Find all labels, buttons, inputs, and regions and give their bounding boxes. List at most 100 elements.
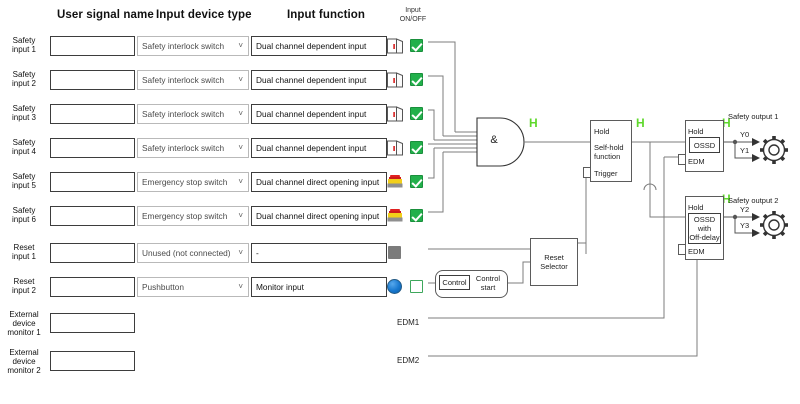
- header-input-function: Input function: [287, 9, 366, 21]
- header-user-signal-name: User signal name: [57, 9, 154, 21]
- signal-name-input[interactable]: [50, 351, 135, 371]
- output2-hold-label: Hold: [688, 203, 704, 212]
- input-function-field[interactable]: Dual channel direct opening input: [251, 206, 387, 226]
- input-onoff-checkbox[interactable]: [410, 73, 423, 86]
- output1-edm-stub: [678, 154, 686, 165]
- self-hold-trigger-label: Trigger: [594, 169, 618, 178]
- self-hold-hold-label: Hold: [594, 127, 610, 136]
- output2-edm-stub: [678, 244, 686, 255]
- signal-name-input[interactable]: [50, 104, 135, 124]
- output1-ossd-box: OSSD: [689, 137, 720, 153]
- header-input-onoff: Input ON/OFF: [383, 6, 443, 24]
- reset-selector-label-line1: Reset: [544, 253, 564, 262]
- output2-ossd-line1: OSSD: [693, 215, 716, 224]
- trigger-input-stub: [583, 167, 591, 178]
- self-hold-title-line2: function: [594, 152, 621, 161]
- control-start-group[interactable]: [435, 270, 508, 298]
- input-function-field[interactable]: -: [251, 243, 387, 263]
- chevron-down-icon: ˅: [238, 109, 243, 118]
- chevron-down-icon: ˅: [238, 75, 243, 84]
- signal-name-input[interactable]: [50, 172, 135, 192]
- emergency-stop-icon: [386, 207, 404, 225]
- input-onoff-checkbox[interactable]: [410, 107, 423, 120]
- signal-name-input[interactable]: [50, 206, 135, 226]
- output2-ossd-box: OSSD with Off-delay: [688, 213, 721, 244]
- door-switch-icon: [386, 37, 404, 55]
- input-onoff-checkbox[interactable]: [410, 280, 423, 293]
- signal-name-input[interactable]: [50, 277, 135, 297]
- door-switch-icon: [386, 71, 404, 89]
- h-marker-output1: H: [722, 116, 731, 130]
- and-gate: [476, 117, 525, 167]
- edm2-terminal-label: EDM2: [397, 356, 420, 365]
- output2-terminal-y2: Y2: [740, 205, 750, 214]
- and-gate-symbol: &: [490, 134, 498, 146]
- door-switch-icon: [386, 139, 404, 157]
- chevron-down-icon: ˅: [238, 248, 243, 257]
- input-function-field[interactable]: Dual channel direct opening input: [251, 172, 387, 192]
- self-hold-title-line1: Self-hold: [594, 143, 624, 152]
- chevron-down-icon: ˅: [238, 41, 243, 50]
- input-function-field[interactable]: Monitor input: [251, 277, 387, 297]
- safety-output-1-title: Safety output 1: [728, 112, 779, 121]
- control-start-label-line1: Control: [475, 274, 501, 283]
- signal-name-input[interactable]: [50, 243, 135, 263]
- h-marker-output2: H: [722, 192, 731, 206]
- input-onoff-checkbox[interactable]: [410, 39, 423, 52]
- output1-terminal-y0: Y0: [740, 130, 750, 139]
- door-switch-icon: [386, 105, 404, 123]
- device-type-select[interactable]: Safety interlock switch˅: [137, 36, 249, 56]
- device-type-select[interactable]: Safety interlock switch˅: [137, 104, 249, 124]
- input-function-field[interactable]: Dual channel dependent input: [251, 70, 387, 90]
- input-onoff-checkbox[interactable]: [410, 175, 423, 188]
- device-type-select[interactable]: Safety interlock switch˅: [137, 70, 249, 90]
- safety-output-2-title: Safety output 2: [728, 196, 779, 205]
- output1-edm-label: EDM: [688, 157, 705, 166]
- input-function-field[interactable]: Dual channel dependent input: [251, 138, 387, 158]
- reset-selector-block[interactable]: [530, 238, 578, 286]
- input-function-field[interactable]: Dual channel dependent input: [251, 104, 387, 124]
- edm1-terminal-label: EDM1: [397, 318, 420, 327]
- chevron-down-icon: ˅: [238, 177, 243, 186]
- self-hold-block[interactable]: [590, 120, 632, 182]
- input-function-field[interactable]: Dual channel dependent input: [251, 36, 387, 56]
- input-onoff-checkbox[interactable]: [410, 141, 423, 154]
- signal-name-input[interactable]: [50, 313, 135, 333]
- signal-name-input[interactable]: [50, 70, 135, 90]
- device-type-select[interactable]: Unused (not connected)˅: [137, 243, 249, 263]
- output1-hold-label: Hold: [688, 127, 704, 136]
- header-input-onoff-line2: ON/OFF: [399, 16, 427, 23]
- actuator-gear-icon: [760, 136, 788, 164]
- device-type-select[interactable]: Emergency stop switch˅: [137, 172, 249, 192]
- output2-terminal-y3: Y3: [740, 221, 750, 230]
- control-button[interactable]: Control: [439, 275, 470, 290]
- signal-name-input[interactable]: [50, 138, 135, 158]
- h-marker-selfhold-output: H: [636, 116, 645, 130]
- device-type-select[interactable]: Emergency stop switch˅: [137, 206, 249, 226]
- signal-name-input[interactable]: [50, 36, 135, 56]
- device-type-select[interactable]: Safety interlock switch˅: [137, 138, 249, 158]
- reset-selector-label-line2: Selector: [540, 262, 568, 271]
- header-input-onoff-line1: Input: [405, 7, 421, 14]
- input-onoff-checkbox[interactable]: [410, 209, 423, 222]
- device-type-select[interactable]: Pushbutton˅: [137, 277, 249, 297]
- pushbutton-icon: [387, 279, 402, 294]
- output2-ossd-line2: with: [697, 224, 712, 233]
- output2-ossd-line3: Off-delay: [689, 233, 720, 242]
- actuator-gear-icon: [760, 211, 788, 239]
- header-input-device-type: Input device type: [156, 9, 252, 21]
- output1-terminal-y1: Y1: [740, 146, 750, 155]
- chevron-down-icon: ˅: [238, 143, 243, 152]
